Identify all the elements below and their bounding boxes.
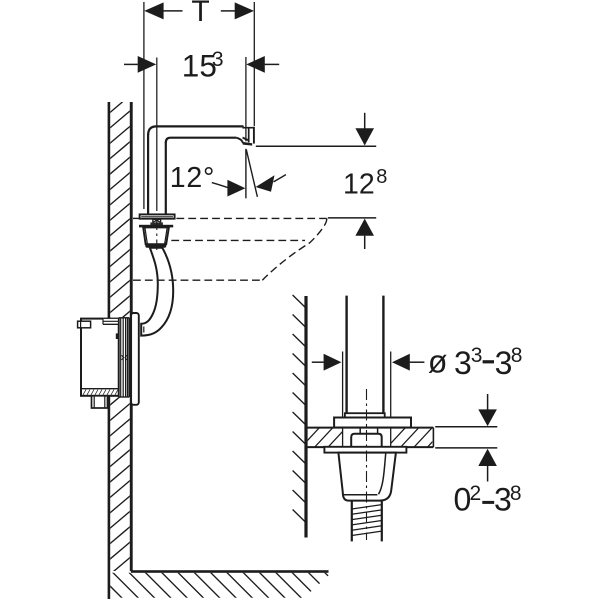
svg-text:3: 3 [471,344,483,367]
svg-text:3: 3 [212,48,224,71]
svg-text:12°: 12° [170,162,216,194]
svg-text:2: 2 [470,482,482,505]
svg-text:T: T [191,0,209,28]
svg-text:8: 8 [511,344,523,367]
svg-text:0: 0 [454,481,472,517]
svg-text:8: 8 [510,482,522,505]
svg-text:12: 12 [343,168,375,200]
svg-text:3: 3 [454,345,472,381]
svg-text:15: 15 [182,48,217,84]
svg-text:3: 3 [495,345,513,381]
svg-text:8: 8 [376,166,387,188]
svg-text:3: 3 [494,481,512,517]
svg-text:ø: ø [428,344,448,380]
